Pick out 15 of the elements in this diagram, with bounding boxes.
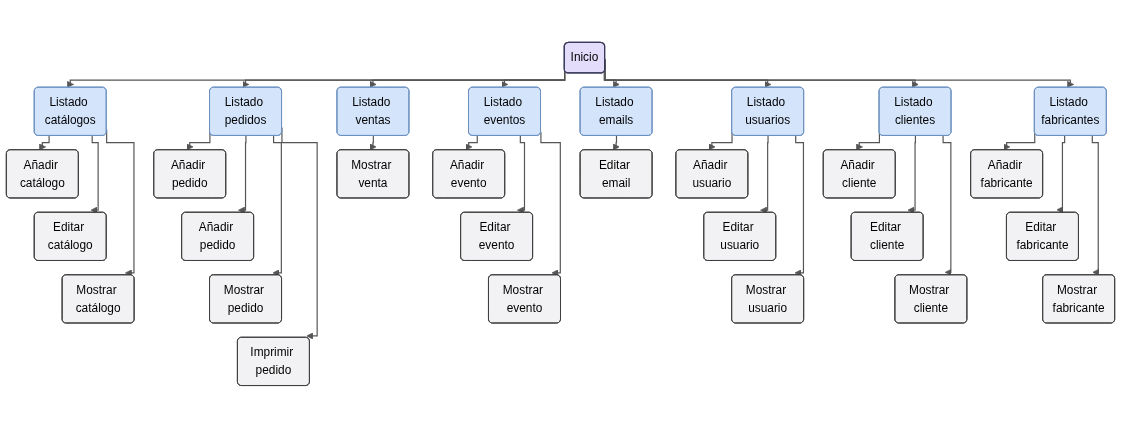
arrow — [1091, 135, 1100, 276]
arrow — [1056, 135, 1066, 214]
arrow — [39, 135, 50, 151]
arrow — [369, 135, 377, 151]
arrow — [907, 135, 917, 214]
arrow — [517, 135, 526, 214]
arrow — [465, 135, 478, 151]
arrow — [612, 135, 620, 151]
arrow — [540, 131, 561, 277]
arrow — [794, 135, 805, 277]
arrow — [238, 135, 247, 214]
arrow — [760, 135, 769, 214]
arrow — [942, 135, 952, 276]
arrow — [90, 135, 99, 214]
arrow — [272, 135, 282, 277]
